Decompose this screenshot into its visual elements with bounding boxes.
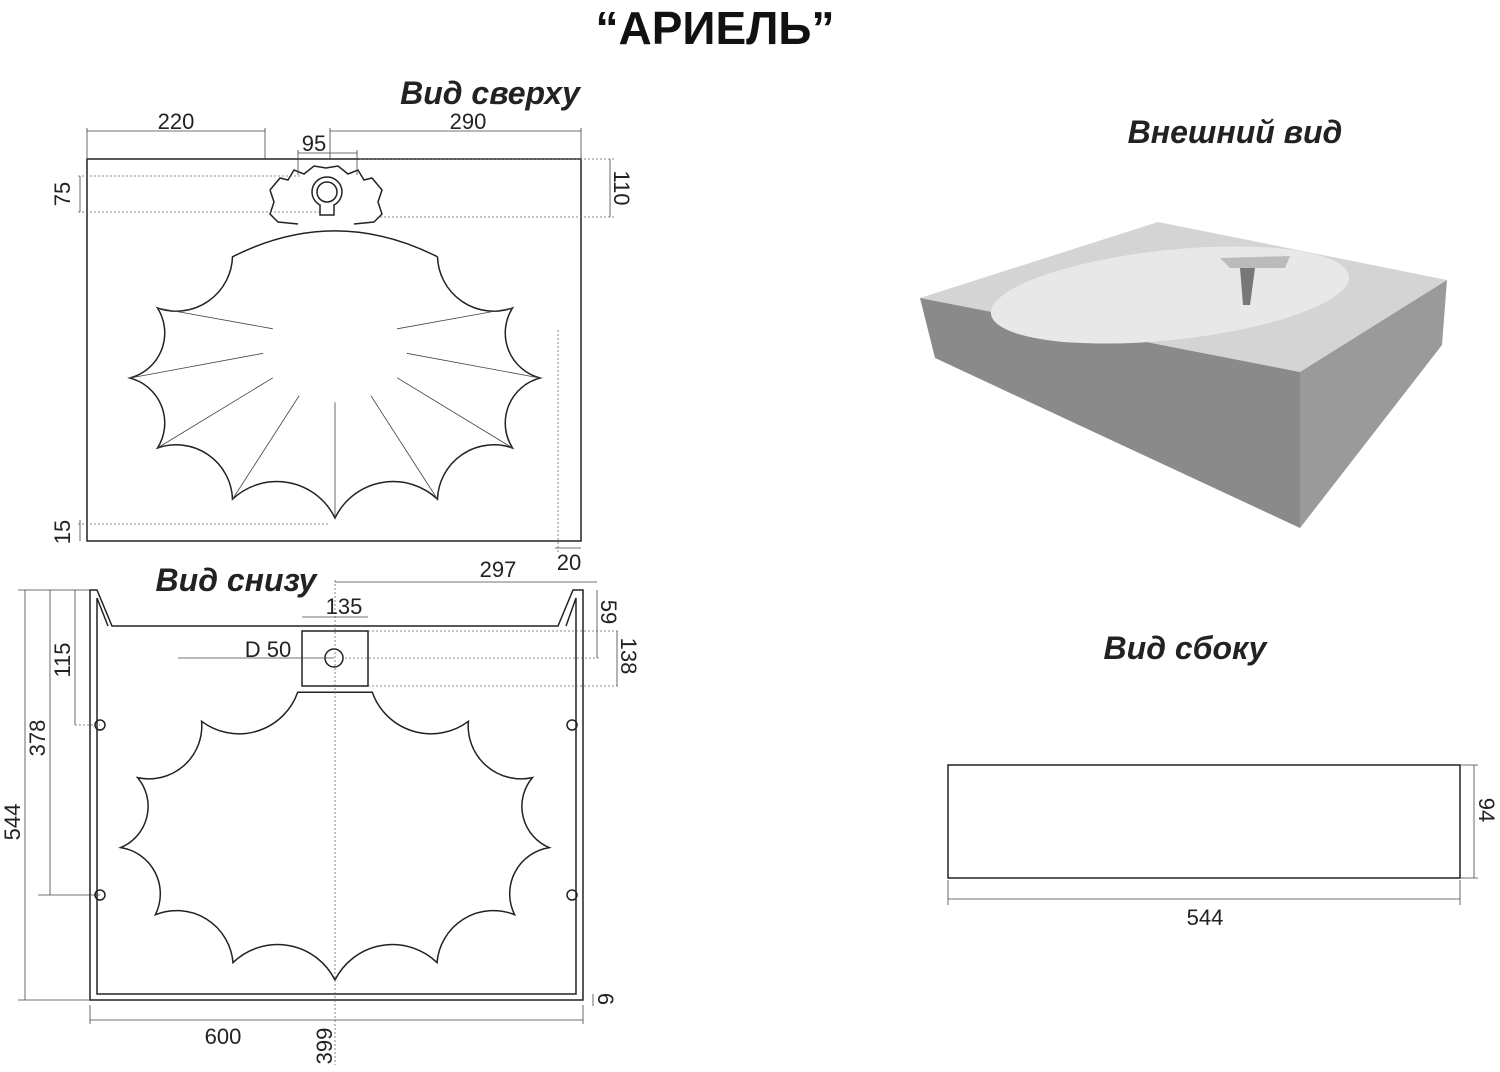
top-view: 220 290 95 75 110 15 20 [50,109,634,575]
dim-59: 59 [596,600,621,624]
dim-378: 378 [25,720,50,757]
shell-rib [397,307,513,330]
dim-399: 399 [312,1028,337,1065]
bottom-inner [96,597,577,995]
product-title: “АРИЕЛЬ” [596,2,835,54]
product-photo [920,222,1447,528]
dim-15: 15 [50,520,75,544]
dim-290: 290 [450,109,487,134]
faucet-pad [311,176,343,216]
shell-rib [396,377,513,449]
dim-544-side: 544 [1187,905,1224,930]
mounting-holes [94,719,578,901]
shell-rib [370,395,438,500]
dim-75: 75 [50,182,75,206]
dim-600: 600 [205,1024,242,1049]
dim-6: 6 [593,993,618,1005]
dim-110: 110 [609,170,634,205]
shell-rib [406,352,541,379]
dim-297: 297 [480,557,517,582]
dim-138: 138 [616,638,641,675]
shell-rib [157,377,274,449]
dim-20: 20 [557,550,581,575]
faucet-crown [269,165,383,225]
shell-rib [157,307,273,330]
side-outline [947,764,1461,879]
dim-94: 94 [1474,798,1499,822]
dim-d50: D 50 [245,637,291,662]
faucet-hole [316,181,338,203]
shell-ribs [129,307,541,518]
exterior-view-heading: Внешний вид [1128,114,1343,150]
dim-115: 115 [50,642,75,677]
bottom-outer [89,589,584,1001]
bottom-view-heading: Вид снизу [156,562,319,598]
dim-135: 135 [326,594,363,619]
top-view-heading: Вид сверху [400,75,582,111]
top-view-outline [86,158,582,542]
dim-544-left: 544 [0,804,25,841]
bottom-view: 297 135 D 50 59 138 115 378 544 600 399 … [0,557,641,1065]
bottom-shell-outline [118,691,552,982]
dim-220: 220 [158,109,195,134]
side-view: 94 544 [947,764,1499,930]
side-view-heading: Вид сбоку [1104,630,1269,666]
dim-95: 95 [302,131,326,156]
shell-rib [129,352,264,379]
shell-rib [232,395,300,500]
